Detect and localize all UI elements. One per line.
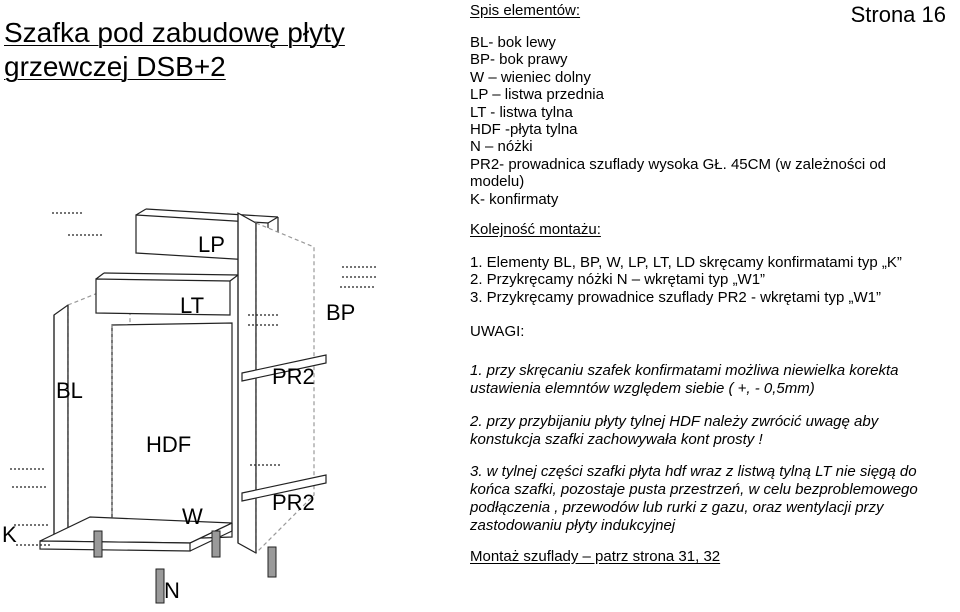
label-lp: LP — [198, 232, 225, 257]
parts-list-item: modelu) — [470, 173, 525, 191]
parts-list-item: LT - listwa tylna — [470, 103, 573, 121]
label-hdf: HDF — [146, 432, 192, 457]
parts-list-item: N – nóżki — [470, 138, 533, 156]
assembly-step: 3. Przykręcamy prowadnice szuflady PR2 -… — [470, 288, 881, 306]
parts-list-item: K- konfirmaty — [470, 190, 559, 208]
right-side-panel-bp — [237, 211, 315, 555]
parts-list-item: W – wieniec dolny — [470, 68, 591, 86]
drawer-guide-pr2-bottom — [241, 474, 327, 502]
parts-list-item: BP- bok prawy — [470, 51, 568, 69]
back-panel-hdf — [111, 322, 233, 542]
label-pr2-top: PR2 — [272, 364, 315, 389]
parts-list-header: Spis elementów: — [470, 2, 581, 19]
note-item: 2. przy przybijaniu płyty tylnej HDF nal… — [470, 413, 879, 448]
document-title: Szafka pod zabudowę płyty grzewczej DSB+… — [4, 17, 345, 82]
label-lt: LT — [180, 293, 205, 318]
parts-list: BL- bok lewy BP- bok prawy W – wieniec d… — [470, 34, 886, 208]
assembly-step: 1. Elementy BL, BP, W, LP, LT, LD skręca… — [470, 254, 902, 271]
parts-list-item: HDF -płyta tylna — [470, 121, 578, 139]
label-k: K — [2, 522, 17, 547]
label-bp: BP — [326, 300, 356, 325]
cabinet-exploded-drawing — [10, 208, 378, 604]
parts-list-item: LP – listwa przednia — [470, 86, 604, 104]
assembly-steps: 1. Elementy BL, BP, W, LP, LT, LD skręca… — [470, 254, 902, 306]
note-item: 1. przy skręcaniu szafek konfirmatami mo… — [470, 362, 899, 397]
label-bl: BL — [56, 378, 83, 403]
page-number: Strona 16 — [850, 2, 946, 27]
confirmat-screws-k — [10, 212, 378, 546]
label-pr2-bottom: PR2 — [272, 490, 315, 515]
notes-header: UWAGI: — [470, 323, 525, 340]
label-n: N — [164, 578, 180, 603]
parts-list-item: BL- bok lewy — [470, 34, 556, 51]
drawer-guide-pr2-top — [241, 354, 327, 382]
label-w: W — [182, 504, 203, 529]
assembly-header: Kolejność montażu: — [470, 221, 601, 238]
legs-n — [93, 530, 277, 604]
note-item: 3. w tylnej części szafki płyta hdf wraz… — [470, 463, 918, 534]
drawer-assembly-link[interactable]: Montaż szuflady – patrz strona 31, 32 — [470, 548, 721, 565]
parts-list-item: PR2- prowadnica szuflady wysoka GŁ. 45CM… — [470, 155, 887, 173]
rear-rail-lt — [95, 272, 239, 316]
bottom-panel-w — [39, 516, 233, 552]
assembly-step: 2. Przykręcamy nóżki N – wkrętami typ „W… — [470, 271, 766, 289]
